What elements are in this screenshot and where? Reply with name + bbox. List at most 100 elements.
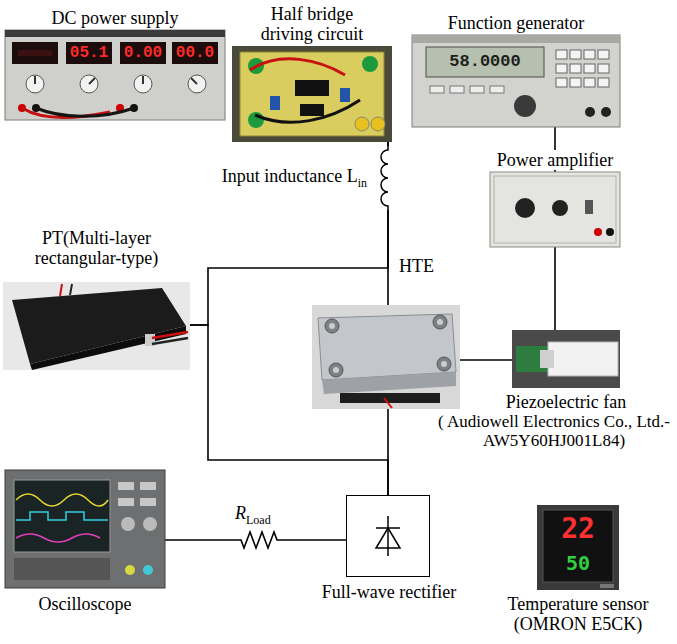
- power-supply-art: [36, 108, 134, 116]
- hte-art: [333, 367, 339, 373]
- fan-photo: Piezoelectric fan( Audiowell Electronics…: [512, 330, 620, 388]
- power-supply-art: [80, 75, 98, 93]
- power-supply-art: [18, 50, 52, 56]
- transformer-art: [152, 338, 188, 344]
- equipment-label: Oscilloscope: [38, 594, 133, 614]
- function-generator-art: [584, 64, 595, 73]
- equipment-label: Function generator: [447, 13, 585, 33]
- transformer-art: [70, 284, 72, 295]
- function-generator-art: [598, 50, 609, 59]
- hte-art: [329, 323, 335, 329]
- function-generator-art: [556, 78, 567, 87]
- driver-board-art: [250, 59, 345, 75]
- inductance-label: Input inductance Lin: [221, 166, 368, 190]
- hte-art: [437, 357, 451, 371]
- wire: [554, 247, 556, 330]
- function-generator-art: [412, 35, 620, 127]
- oscilloscope-art: [16, 534, 100, 542]
- equipment-label: ( Audiowell Electronics Co., Ltd.-AW5Y60…: [437, 412, 671, 450]
- power-amplifier-art: [606, 228, 614, 236]
- oscilloscope-art: [140, 498, 156, 506]
- function-generator-art: [556, 50, 567, 59]
- function-generator-art: [584, 78, 595, 87]
- driver-board-art: [300, 104, 324, 116]
- display-reading: 00.0: [172, 43, 218, 63]
- power-supply-art: [120, 42, 166, 64]
- hte-art: [433, 315, 447, 329]
- function-generator-art: [470, 86, 484, 93]
- diode-symbol: [387, 516, 389, 556]
- equipment-label: Full-wave rectifier: [321, 582, 457, 602]
- driver-board-art: [240, 52, 384, 136]
- power-supply-art: [66, 42, 112, 64]
- driver-board-art: [232, 46, 392, 142]
- transformer-art: [3, 282, 190, 370]
- subscript-text: Load: [246, 513, 271, 527]
- wire: [387, 409, 389, 495]
- temperature-sensor-art: [543, 510, 613, 582]
- function-generator-art: [584, 50, 595, 59]
- power-supply-art: [12, 42, 58, 64]
- function-generator-art: [430, 86, 444, 93]
- oscilloscope-art: [118, 498, 134, 506]
- power-supply-art: [89, 78, 95, 84]
- power-supply-photo: DC power supply: [5, 30, 225, 120]
- driver-board-art: [340, 88, 350, 102]
- driver-board-art: [355, 117, 369, 131]
- function-generator-art: [585, 107, 595, 117]
- oscilloscope-art: [143, 565, 153, 575]
- hte-art: [325, 319, 339, 333]
- hte-art: [437, 319, 443, 325]
- equipment-label: PT(Multi-layer rectangular-type): [9, 228, 184, 268]
- equipment-label: Half bridge driving circuit: [242, 4, 382, 44]
- equipment-label: DC power supply: [51, 8, 180, 28]
- temperature-sensor-art: [537, 505, 619, 590]
- amplifier-photo: Power amplifier: [490, 172, 620, 247]
- inductor-symbol: [377, 146, 392, 210]
- diode-symbol: [376, 516, 400, 556]
- driver-board-art: [232, 46, 392, 142]
- display-reading: 0.00: [120, 43, 166, 63]
- function-generator-art: [490, 86, 504, 93]
- transformer-photo: PT(Multi-layer rectangular-type): [3, 282, 190, 370]
- function-generator-art: [514, 95, 536, 117]
- function-generator-art: [570, 64, 581, 73]
- power-supply-art: [34, 76, 36, 84]
- hte-art: [322, 372, 456, 394]
- power-amplifier-art: [515, 198, 535, 218]
- function-generator-art: [570, 78, 581, 87]
- oscilloscope-art: [16, 494, 108, 506]
- power-amplifier-art: [490, 172, 620, 247]
- power-amplifier-art: [494, 176, 616, 243]
- power-supply-art: [188, 75, 206, 93]
- power-supply-art: [5, 30, 225, 37]
- power-supply-art: [134, 75, 152, 93]
- driver-board-art: [255, 100, 360, 122]
- load-resistor-label: RLoad: [234, 503, 272, 527]
- hte-art: [384, 398, 392, 408]
- driver-board-art: [362, 56, 378, 72]
- fan-art: [548, 342, 618, 376]
- driver-board-art: [270, 96, 280, 110]
- power-supply-art: [191, 78, 197, 84]
- oscilloscope-art: [14, 480, 110, 552]
- transformer-art: [3, 282, 190, 370]
- hte-art: [312, 305, 460, 409]
- driver-board-photo: Half bridge driving circuit: [232, 46, 392, 142]
- hte-art: [318, 314, 456, 380]
- oscilloscope-art: [14, 558, 110, 580]
- oscilloscope-art: [5, 470, 165, 588]
- power-amplifier-art: [490, 172, 620, 247]
- equipment-label: HTE: [398, 256, 435, 276]
- hte-art: [329, 363, 343, 377]
- function-generator-art: [601, 107, 611, 117]
- fan-art: [540, 350, 554, 368]
- function-generator-art: [426, 47, 544, 77]
- oscilloscope-art: [118, 482, 134, 490]
- function-generator-art: [412, 35, 620, 43]
- power-supply-art: [142, 76, 144, 84]
- function-generator-art: [598, 78, 609, 87]
- symbol-text: R: [235, 503, 246, 523]
